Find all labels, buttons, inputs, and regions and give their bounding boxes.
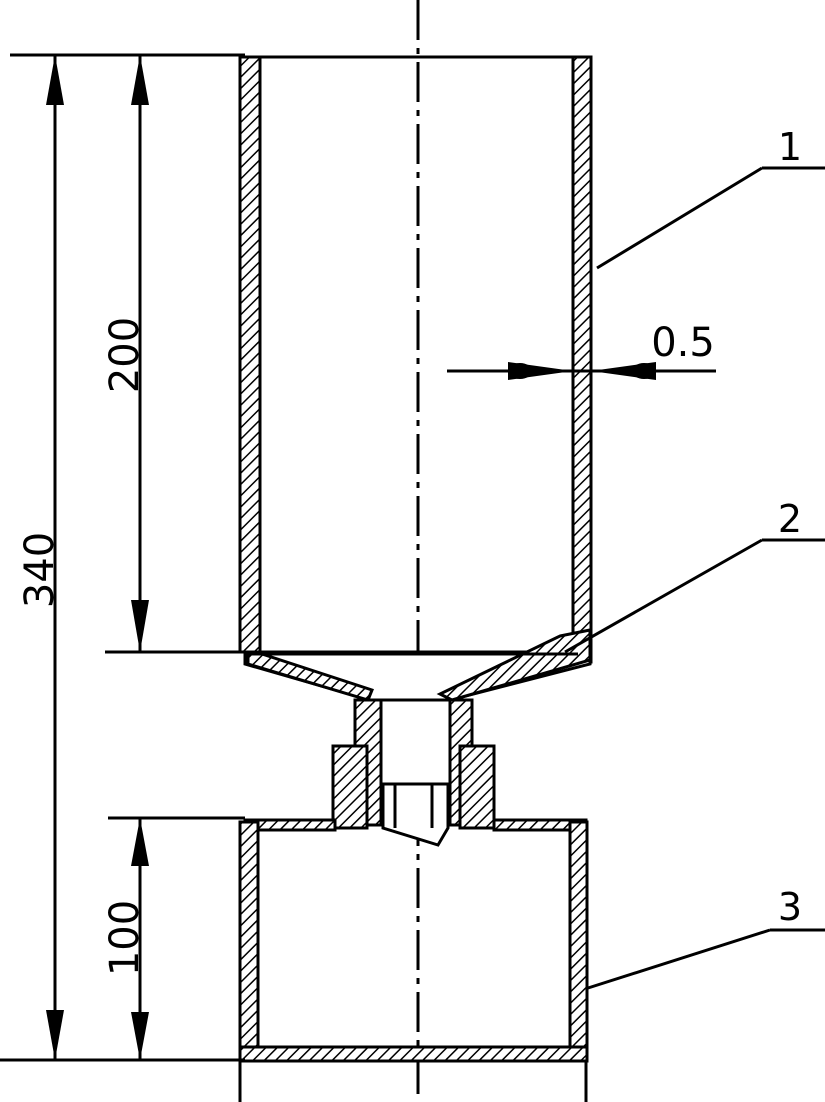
dimension-overall-label: 340 — [17, 532, 63, 608]
dimension-wall-thickness-label: 0.5 — [651, 320, 715, 366]
dimension-upper-label: 200 — [102, 317, 148, 393]
nozzle-connector — [331, 698, 496, 847]
lower-vessel — [238, 818, 589, 1102]
callout-1-label: 1 — [778, 125, 802, 169]
callout-2-label: 2 — [778, 497, 802, 541]
dimension-wall-thickness: 0.5 — [447, 320, 716, 380]
callout-3: 3 — [587, 885, 825, 990]
dimension-lower-label: 100 — [102, 900, 148, 976]
extension-lines — [0, 53, 245, 1062]
dimension-overall: 340 — [17, 55, 64, 1060]
dimension-lower: 100 — [102, 818, 149, 1060]
callout-3-label: 3 — [778, 885, 802, 929]
callout-2: 2 — [564, 497, 825, 654]
callout-1: 1 — [596, 125, 825, 270]
dimension-upper: 200 — [102, 55, 149, 652]
upper-vessel — [238, 55, 593, 702]
